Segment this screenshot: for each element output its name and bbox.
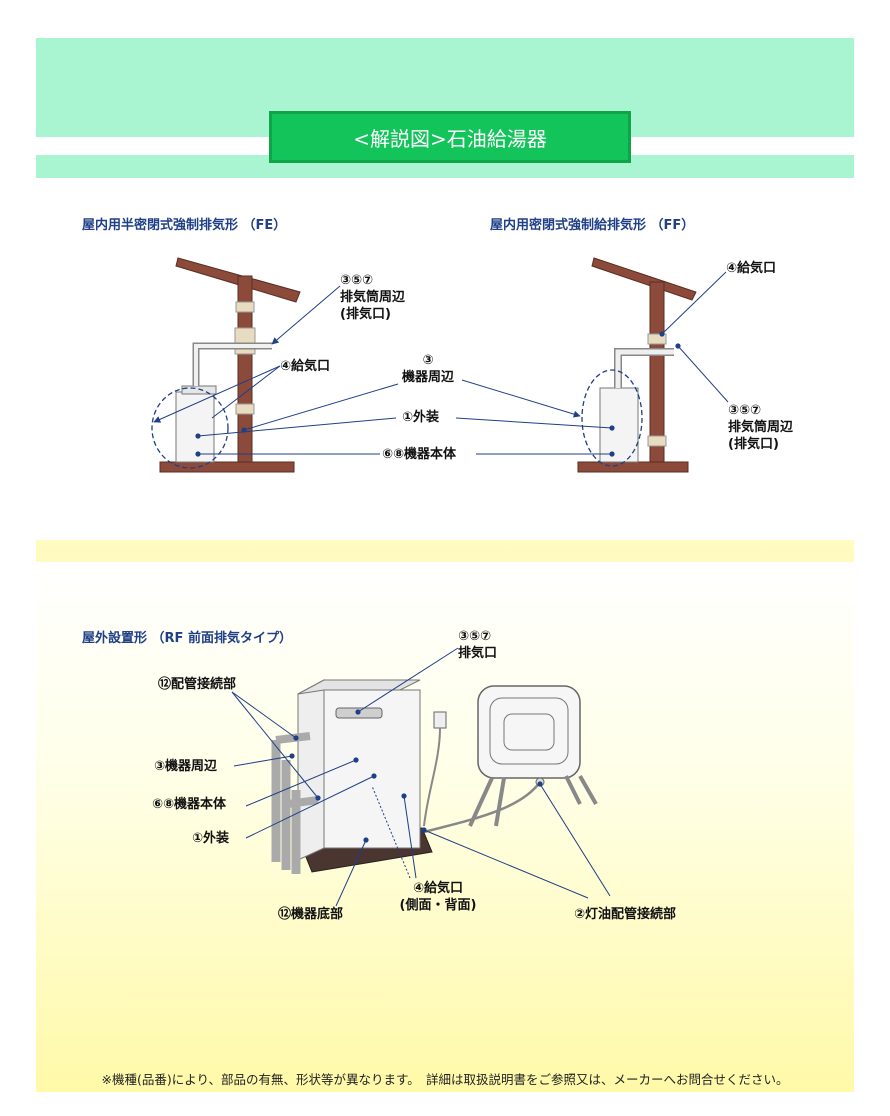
ff-exhaust-label: ③⑤⑦ 排気筒周辺 (排気口) [728, 403, 794, 452]
rf-pipe-connection-label: ⑫配管接続部 [158, 677, 237, 692]
rf-bottom-label: ⑫機器底部 [278, 907, 344, 922]
rf-illustration [271, 679, 598, 874]
fe-surroundings-label: ③ 機器周辺 [401, 353, 454, 385]
rf-body-label: ⑥⑧機器本体 [152, 797, 227, 812]
fe-body-label: ⑥⑧機器本体 [382, 447, 457, 462]
page-title: <解説図>石油給湯器 [353, 126, 547, 151]
section-divider [36, 540, 854, 562]
fe-exhaust-label: ③⑤⑦ 排気筒周辺 (排気口) [340, 273, 406, 322]
rf-surroundings-label: ③機器周辺 [154, 759, 218, 774]
title-box: <解説図>石油給湯器 [269, 111, 631, 163]
rf-section-title: 屋外設置形 （RF 前面排気タイプ） [82, 631, 292, 646]
footer-note: ※機種(品番)により、部品の有無、形状等が異なります。 詳細は取扱説明書をご参照… [101, 1072, 789, 1087]
rf-air-intake-label: ④給気口 (側面・背面) [399, 881, 477, 913]
rf-kerosene-pipe-label: ②灯油配管接続部 [574, 907, 677, 922]
rf-exterior-label: ①外装 [192, 831, 230, 846]
ff-section-title: 屋内用密閉式強制給排気形 （FF） [490, 218, 695, 233]
ff-illustration [577, 257, 697, 473]
fe-illustration [151, 257, 301, 473]
ff-air-intake-label: ④給気口 [726, 261, 777, 276]
rf-exhaust-label: ③⑤⑦ 排気口 [458, 629, 498, 661]
fe-section-title: 屋内用半密閉式強制排気形 （FE） [82, 218, 287, 233]
fe-exterior-label: ①外装 [402, 410, 440, 425]
fe-air-intake-label: ④給気口 [280, 359, 331, 374]
